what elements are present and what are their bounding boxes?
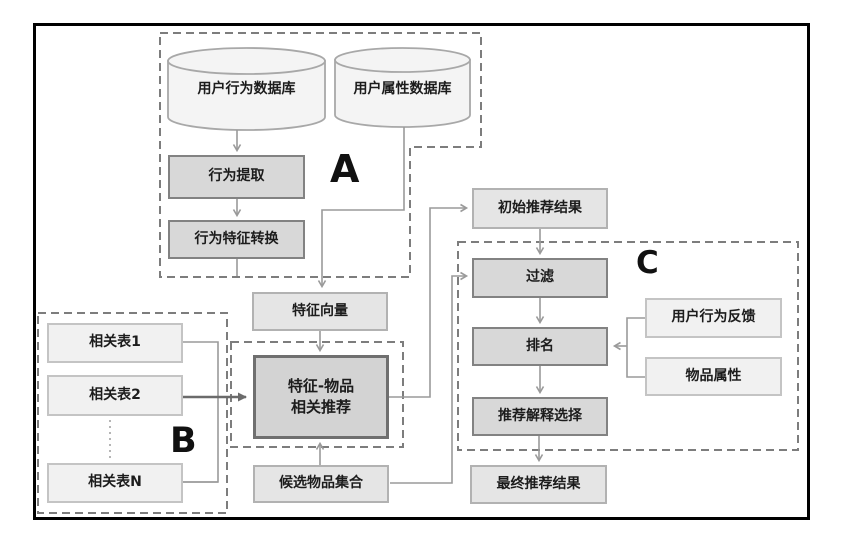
node-feature-vector: 特征向量	[252, 292, 388, 331]
node-candidate-items: 候选物品集合	[253, 465, 389, 503]
line-feedback-bracket	[626, 317, 645, 378]
node-user-attr-db: 用户属性数据库	[353, 81, 452, 97]
group-b-outline	[37, 312, 228, 514]
node-item-attr: 物品属性	[645, 357, 782, 396]
node-related-table-n: 相关表N	[47, 463, 183, 503]
group-c-outline	[457, 241, 799, 451]
node-behavior-feature-transform: 行为特征转换	[168, 220, 305, 259]
cylinder-user-attr-db	[334, 47, 471, 128]
group-a-outline	[159, 32, 482, 278]
node-rank: 排名	[472, 327, 608, 366]
node-filter: 过滤	[472, 258, 608, 298]
group-a-label: A	[330, 147, 360, 191]
node-related-table-1: 相关表1	[47, 323, 183, 363]
group-b-label: B	[170, 421, 197, 461]
cylinder-user-behavior-db	[167, 47, 326, 131]
node-behavior-extract: 行为提取	[168, 155, 305, 199]
node-final-result: 最终推荐结果	[470, 465, 607, 504]
arrow-core-to-initial	[388, 203, 469, 398]
node-initial-result: 初始推荐结果	[472, 188, 608, 229]
node-user-feedback: 用户行为反馈	[645, 298, 782, 338]
core-recommender-outline	[230, 341, 404, 448]
node-feature-item-recommend: 特征-物品 相关推荐	[253, 355, 389, 439]
line-related-tables-bus	[183, 341, 219, 483]
node-explain-select: 推荐解释选择	[472, 397, 608, 436]
arrow-attrdb-to-featurevector	[317, 127, 405, 289]
arrow-candidates-to-filter	[390, 271, 469, 484]
group-c-label: C	[636, 245, 659, 281]
node-related-table-2: 相关表2	[47, 375, 183, 416]
diagram-frame	[33, 23, 810, 520]
node-user-behavior-db: 用户行为数据库	[197, 81, 296, 97]
